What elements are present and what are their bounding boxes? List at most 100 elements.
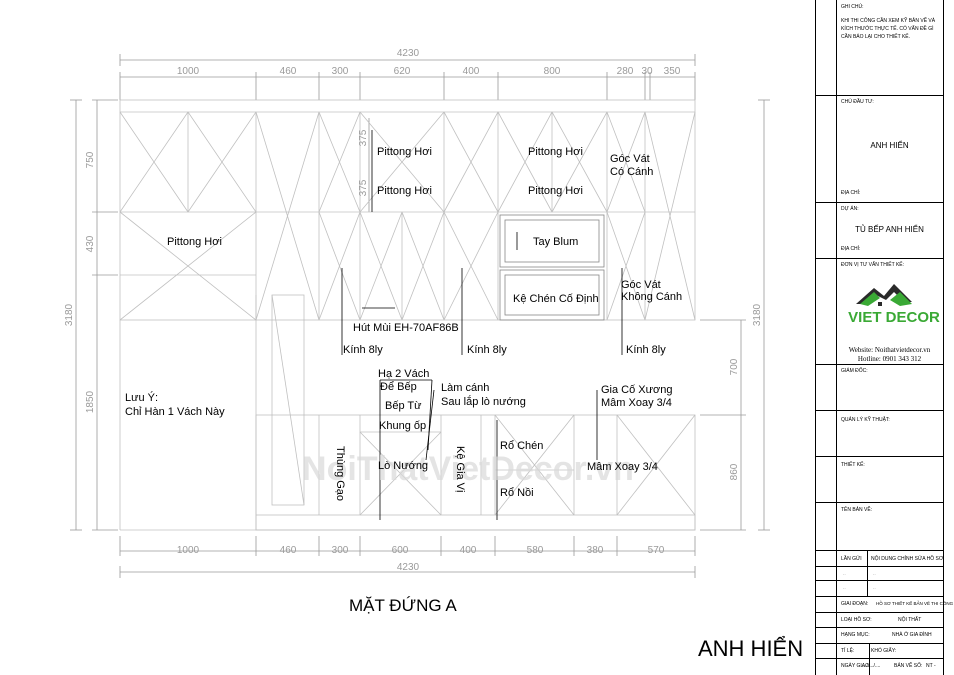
row-revision-1 [816,566,943,567]
revision-2-b: .. [873,585,876,591]
dia-chi-label-1: ĐỊA CHỈ: [841,190,861,196]
label-kinh-3: Kính 8ly [626,344,666,356]
chu-dau-tu-label: CHỦ ĐẦU TƯ: [841,99,874,105]
dim-left-2: 430 [85,235,96,252]
footer-divider [869,643,870,675]
ten-ban-ve-label: TÊN BẢN VẼ: [841,507,873,513]
dim-top-7: 280 [617,66,634,77]
row-hang-muc [816,627,943,628]
row-du-an [816,202,943,203]
dim-bottom-4: 600 [392,545,409,556]
label-sau-lap: Sau lắp lò nướng [441,395,526,408]
dim-bottom-2: 460 [280,545,297,556]
cabinet-outlines [119,99,696,531]
label-de-bep: Để Bếp [380,381,417,393]
giam-doc-label: GIÁM ĐỐC: [841,368,868,374]
dim-top-5: 400 [463,66,480,77]
row-thiet-ke [816,456,943,457]
dim-sub-b: 375 [358,179,369,196]
dim-top-4: 620 [394,66,411,77]
client-caption: ANH HIỂN [698,636,803,661]
label-luu-y-2: Chỉ Hàn 1 Vách Này [125,406,225,418]
giai-doan-value: HỒ SƠ THIẾT KẾ BẢN VẼ THI CÔNG [876,601,954,606]
label-lo-nuong: Lò Nướng [378,460,428,472]
viet-decor-logo: VIET DECOR [848,284,940,326]
row-ti-le [816,643,943,644]
label-pittong-3: Pittong Hơi [528,146,583,158]
label-goc-vat-co-canh-1: Góc Vát [610,153,650,165]
label-kinh-2: Kính 8ly [467,344,507,356]
revision-1-a: .. [843,571,846,577]
label-kinh-1: Kính 8ly [343,344,383,356]
dim-top-9: 350 [664,66,681,77]
ghi-chu-text: KHI THI CÔNG CẦN XEM KỸ BẢN VẼ VÀ KÍCH T… [841,18,936,40]
label-pittong-1: Pittong Hơi [377,146,432,158]
dim-bottom-3: 300 [332,545,349,556]
du-an-label: DỰ ÁN: [841,206,859,212]
row-quan-ly [816,410,943,411]
dia-chi-label-2: ĐỊA CHỈ: [841,246,861,252]
label-khung-op: Khung ốp [379,420,426,432]
label-pittong-5: Pittong Hơi [167,236,222,248]
giai-doan-label: GIAI ĐOẠN: [841,601,869,607]
dim-left-1: 750 [85,151,96,168]
label-pittong-2: Pittong Hơi [377,185,432,197]
row-ten-ban-ve [816,502,943,503]
revision-divider [867,550,868,596]
lan-gui-label: LẦN GỬI [841,556,862,562]
don-vi-label: ĐƠN VỊ TƯ VẤN THIẾT KẾ: [841,262,905,268]
label-ha-2-vach: Hạ 2 Vách [378,368,429,380]
title-block-gutter [836,0,837,675]
label-goc-vat-khong-1: Góc Vát [621,279,661,291]
label-bep-tu: Bếp Từ [385,400,422,412]
annotations: Pittong Hơi Pittong Hơi Pittong Hơi Pitt… [125,146,682,501]
label-goc-vat-co-canh-2: Có Cánh [610,166,653,178]
dim-top-2: 460 [280,66,297,77]
label-ro-chen: Rổ Chén [500,440,543,452]
label-mam-xoay-2: Mâm Xoay 3/4 [587,461,658,473]
dim-bottom-7: 380 [587,545,604,556]
ban-ve-so-label: BẢN VẼ SỐ: [894,663,923,669]
ghi-chu-label: GHI CHÚ: [841,4,864,10]
row-lan-gui [816,550,943,551]
dim-right-2: 860 [729,463,740,480]
row-ngay-giao [816,658,943,659]
dim-top-total: 4230 [397,48,420,59]
label-ke-chen: Kệ Chén Cố Định [513,293,599,305]
chu-dau-tu-value: ANH HIỂN [870,141,909,150]
dim-top-6: 800 [544,66,561,77]
row-loai-ho-so [816,612,943,613]
label-gia-co-xuong: Gia Cố Xương [601,384,672,396]
row-don-vi [816,258,943,259]
du-an-value: TỦ BẾP ANH HIỂN [855,225,924,234]
loai-ho-so-label: LOẠI HỒ SƠ: [841,617,872,623]
revision-1-b: .. [873,571,876,577]
row-revision-2 [816,580,943,581]
dim-left-3: 1850 [85,390,96,413]
noi-dung-label: NỘI DUNG CHỈNH SỬA HỒ SƠ [871,556,944,562]
dim-top-3: 300 [332,66,349,77]
label-ke-gia-vi: Kệ Gia Vị [454,446,466,492]
revision-2-a: .. [843,585,846,591]
dim-bottom-8: 570 [648,545,665,556]
dim-bottom-5: 400 [460,545,477,556]
label-mam-xoay-1: Mâm Xoay 3/4 [601,397,672,409]
row-chu-dau-tu [816,95,943,96]
dim-left-total: 3180 [64,303,75,326]
loai-ho-so-value: NỘI THẤT [898,617,922,623]
dim-right-1: 700 [729,358,740,375]
hang-muc-label: HẠNG MỤC: [841,632,870,638]
hotline: Hotline: 0901 343 312 [857,355,922,363]
dim-sub-a: 375 [358,129,369,146]
title-block: GHI CHÚ: KHI THI CÔNG CẦN XEM KỸ BẢN VẼ … [815,0,953,675]
watermark: NoiThatVietDecor.vn [302,450,634,488]
logo-text: VIET DECOR [848,309,940,326]
label-ro-noi: Rổ Nồi [500,487,534,499]
leader-lines [341,130,623,520]
dimension-lines [70,54,770,578]
label-thung-gao: Thùng Gạo [334,446,346,501]
label-lam-canh: Làm cánh [441,382,489,394]
dimension-texts: 4230 1000 460 300 620 400 800 280 30 350… [64,48,763,573]
dim-right-total: 3180 [752,303,763,326]
